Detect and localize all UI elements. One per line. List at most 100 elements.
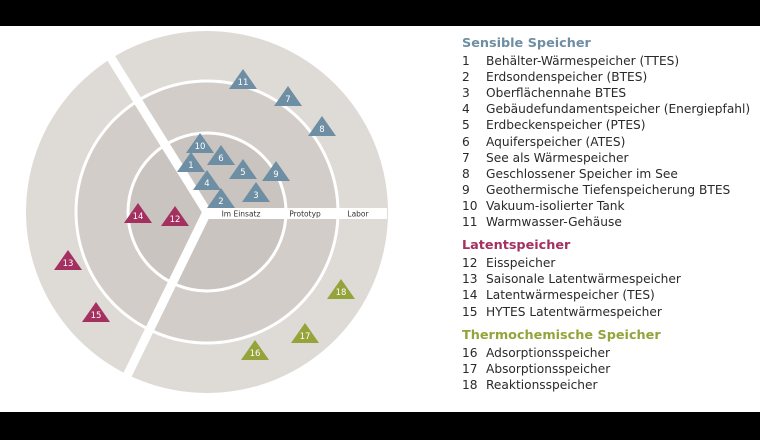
marker-number: 8 [319,125,324,135]
legend-item-label: Geschlossener Speicher im See [486,166,678,181]
triangle-marker [177,152,205,172]
triangle-marker [207,188,235,208]
legend-item-label: HYTES Latentwärmespeicher [486,304,662,319]
legend-title-thermochemical: Thermochemische Speicher [462,327,661,343]
legend-title-sensible: Sensible Speicher [462,36,591,51]
legend-item-label: Gebäudefundamentspeicher (Energiepfahl) [486,102,751,117]
legend-item-number: 8 [462,166,470,181]
marker-thermochemical-18: 18 [327,279,355,299]
legend-item-number: 7 [462,150,470,165]
marker-sensible-5: 5 [229,159,257,179]
marker-sensible-9: 9 [262,161,290,181]
triangle-marker [308,116,336,136]
triangle-marker [124,203,152,223]
marker-number: 14 [133,212,144,222]
marker-sensible-3: 3 [242,182,270,202]
marker-number: 11 [238,78,249,88]
legend-title-latent: Latentspeicher [462,238,571,254]
axis-band [207,208,387,219]
maturity-radar-diagram: Im Einsatz Prototyp Labor 12345678910111… [26,31,388,393]
triangle-marker [161,206,189,226]
marker-number: 16 [250,349,261,359]
legend-item: 14 Latentwärmespeicher (TES) [462,287,756,303]
legend-item-number: 13 [462,272,478,287]
legend-item: 18 Reaktionsspeicher [462,377,756,393]
triangle-marker [242,182,270,202]
legend-item-label: Behälter-Wärmespeicher (TTES) [486,54,680,69]
triangle-marker [82,302,110,322]
legend-item: 8 Geschlossener Speicher im See [462,166,756,182]
triangle-marker [54,250,82,270]
legend-item: 9 Geothermische Tiefenspeicherung BTES [462,182,756,198]
marker-sensible-1: 1 [177,152,205,172]
marker-thermochemical-17: 17 [291,323,319,343]
legend-item: 6 Aquiferspeicher (ATES) [462,134,756,150]
legend-item-label: See als Wärmespeicher [486,150,629,165]
ring-label-labor: Labor [347,210,369,219]
legend-item: 10 Vakuum-isolierter Tank [462,198,756,214]
legend-item-number: 3 [462,86,470,101]
legend-item-number: 10 [462,198,478,213]
legend-item-label: Latentwärmespeicher (TES) [486,288,655,303]
marker-sensible-2: 2 [207,188,235,208]
legend-item: 7 See als Wärmespeicher [462,150,756,166]
triangle-marker [327,279,355,299]
legend-item: 12 Eisspeicher [462,255,756,271]
marker-number: 15 [91,311,102,321]
legend-item-number: 6 [462,134,470,149]
marker-number: 17 [300,332,311,342]
legend-item-label: Eisspeicher [486,256,556,271]
legend-item-label: Saisonale Latentwärmespeicher [486,272,681,287]
legend-item-label: Reaktionsspeicher [486,377,598,392]
marker-number: 9 [273,170,278,180]
legend-item-number: 4 [462,102,470,117]
legend: Sensible Speicher 1 Behälter-Wärmespeiche… [462,36,756,401]
sector-divider-upper [107,55,211,215]
legend-item-number: 18 [462,377,478,392]
legend-item-number: 5 [462,118,470,133]
legend-item: 1 Behälter-Wärmespeicher (TTES) [462,53,756,69]
legend-item-number: 1 [462,54,470,69]
legend-item-label: Oberflächennahe BTES [486,86,627,101]
marker-sensible-4: 4 [193,170,221,190]
triangle-marker [274,86,302,106]
marker-number: 13 [63,259,74,269]
marker-number: 10 [195,142,206,152]
legend-item-label: Erdsondenspeicher (BTES) [486,70,648,85]
legend-item: 15 HYTES Latentwärmespeicher [462,304,756,320]
legend-item-number: 9 [462,182,470,197]
triangle-marker [262,161,290,181]
legend-item-label: Vakuum-isolierter Tank [486,198,625,213]
legend-item-number: 15 [462,304,478,319]
legend-item-number: 17 [462,361,478,376]
triangle-marker [207,145,235,165]
marker-sensible-7: 7 [274,86,302,106]
marker-number: 18 [336,288,347,298]
legend-item-number: 12 [462,256,478,271]
marker-latent-14: 14 [124,203,152,223]
legend-item: 13 Saisonale Latentwärmespeicher [462,271,756,287]
marker-number: 12 [170,215,181,225]
marker-number: 1 [188,161,193,171]
triangle-marker [241,340,269,360]
ring-label-im-einsatz: Im Einsatz [222,210,261,219]
triangle-marker [291,323,319,343]
legend-item-label: Geothermische Tiefenspeicherung BTES [486,182,731,197]
legend-item-number: 11 [462,215,478,230]
marker-sensible-10: 10 [186,133,214,153]
triangle-marker [229,69,257,89]
legend-item-number: 16 [462,345,478,360]
marker-number: 6 [218,154,223,164]
legend-item-number: 14 [462,288,478,303]
legend-group-sensible: Sensible Speicher 1 Behälter-Wärmespeiche… [462,36,756,230]
triangle-marker [186,133,214,153]
marker-number: 4 [204,179,209,189]
legend-item-label: Aquiferspeicher (ATES) [486,134,626,149]
triangle-marker [193,170,221,190]
